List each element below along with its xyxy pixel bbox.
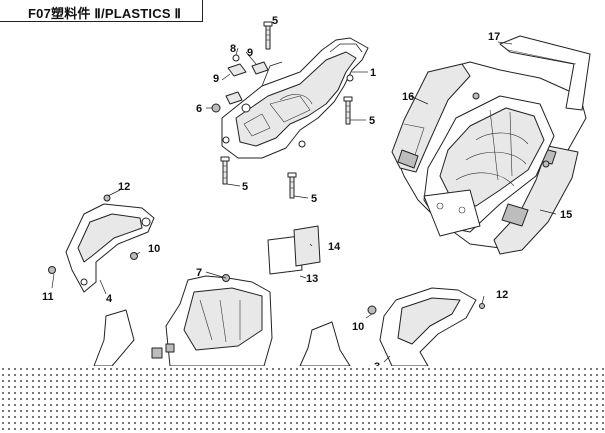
callout-10: 10 bbox=[148, 243, 160, 255]
callout-16: 16 bbox=[402, 91, 414, 103]
dotted-mask-region bbox=[0, 366, 605, 433]
bolt-icon bbox=[343, 96, 353, 125]
left-side-cover bbox=[48, 194, 155, 293]
callout-9: 9 bbox=[213, 73, 219, 85]
bolt-icon bbox=[220, 156, 230, 185]
callout-17: 17 bbox=[488, 31, 500, 43]
inner-liner-part bbox=[151, 274, 273, 367]
rear-fender-assembly bbox=[391, 35, 591, 255]
clip-icon bbox=[211, 54, 269, 113]
foam-pad-part bbox=[267, 225, 321, 275]
callout-5: 5 bbox=[369, 115, 375, 127]
callout-11: 11 bbox=[42, 291, 54, 303]
callout-1: 1 bbox=[370, 67, 376, 79]
callout-12: 12 bbox=[496, 289, 508, 301]
callout-5: 5 bbox=[311, 193, 317, 205]
callout-15: 15 bbox=[560, 209, 572, 221]
rear-frame-part bbox=[221, 37, 369, 159]
callout-8: 8 bbox=[230, 43, 236, 55]
callout-5: 5 bbox=[272, 15, 278, 27]
bolt-icon bbox=[287, 172, 297, 199]
callout-5: 5 bbox=[242, 181, 248, 193]
diagram-title-box: F07塑料件 Ⅱ/PLASTICS Ⅱ bbox=[0, 0, 203, 22]
leader-lines bbox=[51, 21, 557, 363]
callout-4: 4 bbox=[106, 293, 113, 305]
bolt-icon bbox=[263, 21, 273, 50]
callout-12: 12 bbox=[118, 181, 130, 193]
callout-7: 7 bbox=[196, 267, 202, 279]
diagram-title: F07塑料件 Ⅱ/PLASTICS Ⅱ bbox=[28, 6, 182, 21]
callout-6: 6 bbox=[196, 103, 202, 115]
callout-10: 10 bbox=[352, 321, 364, 333]
callout-13: 13 bbox=[306, 273, 318, 285]
callout-9: 9 bbox=[247, 47, 253, 59]
right-side-cover bbox=[367, 287, 485, 367]
callout-14: 14 bbox=[328, 241, 341, 253]
